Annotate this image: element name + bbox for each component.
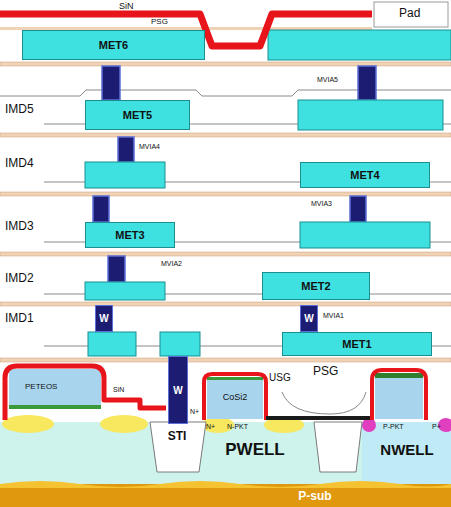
isolation-trench: STI	[156, 428, 198, 446]
silicide-top	[207, 377, 263, 380]
silicide-gate: CoSi2	[212, 382, 258, 414]
tungsten-plug: W	[95, 305, 113, 332]
metal-line	[298, 100, 443, 130]
etch-stop-band	[0, 252, 451, 256]
implant-label: P-PKT	[382, 423, 405, 431]
dielectric-outline	[0, 90, 451, 96]
metal-line	[160, 332, 200, 356]
implant-label: N+	[205, 423, 216, 431]
sti-trench	[314, 422, 362, 472]
node-text: MET2	[301, 280, 330, 292]
layer-label: USG	[268, 372, 292, 384]
etch-stop-band	[0, 62, 451, 66]
well-region: NWELL	[366, 440, 448, 460]
substrate-region: P-sub	[285, 488, 345, 505]
via-label: MVIA2	[160, 260, 183, 268]
sin-liner	[5, 366, 166, 420]
tungsten-plug: W	[168, 356, 188, 424]
well-region: PWELL	[200, 438, 310, 462]
node-text: MET6	[99, 39, 128, 51]
dielectric-label: IMD1	[4, 312, 35, 326]
sti-trench	[150, 422, 206, 472]
implant-label: P+	[431, 423, 442, 431]
via-plug	[350, 196, 366, 222]
via-plug	[108, 256, 125, 282]
via-plug	[102, 66, 120, 100]
node-text: CoSi2	[223, 393, 248, 403]
node-text: MET3	[115, 229, 144, 241]
etch-stop-band	[0, 192, 451, 196]
metal-line	[300, 222, 430, 248]
source-drain-implant	[2, 415, 54, 433]
dielectric-label: IMD2	[4, 272, 35, 286]
implant-label: N-PKT	[226, 423, 249, 431]
node-text: STI	[168, 430, 187, 443]
pad-label: Pad	[398, 7, 421, 21]
metal-line: MET5	[85, 100, 190, 130]
dielectric-label: IMD4	[4, 157, 35, 171]
layer-label: PSG	[150, 17, 169, 26]
etch-stop-band	[0, 133, 451, 137]
node-text: W	[304, 313, 313, 324]
sin-liner	[372, 370, 426, 420]
via-label: MVIA1	[322, 312, 345, 320]
gate-stack	[375, 373, 423, 419]
layer-label: PSG	[312, 365, 339, 379]
source-drain-implant	[100, 415, 148, 433]
tungsten-plug: W	[300, 305, 318, 332]
pad-frame	[374, 2, 448, 27]
metal-line: MET3	[85, 222, 175, 248]
via-plug	[93, 196, 109, 222]
via-label: MVIA3	[310, 200, 333, 208]
metal-line	[85, 162, 165, 188]
layer-label: SiN	[112, 386, 125, 394]
layer-label: SiN	[118, 1, 135, 11]
node-text: P-sub	[298, 490, 331, 503]
substrate-ridge	[0, 481, 451, 488]
metal-line	[85, 282, 165, 300]
node-text: MET5	[123, 109, 152, 121]
node-text: MET4	[350, 169, 379, 181]
layer-label: PETEOS	[24, 382, 58, 391]
etch-stop-band	[0, 358, 451, 362]
metal-line: MET2	[262, 272, 370, 300]
gate-stack	[9, 369, 101, 409]
silicide-bar	[266, 416, 374, 420]
nwell-region	[362, 422, 451, 488]
node-text: MET1	[342, 338, 371, 350]
etch-stop-band	[0, 302, 451, 306]
node-text: PWELL	[225, 441, 285, 460]
metal-line	[268, 30, 451, 60]
metal-line	[88, 332, 136, 356]
gate-oxide	[9, 405, 101, 409]
via-label: MVIA5	[316, 76, 339, 84]
gate-stack	[207, 377, 263, 419]
node-text: W	[173, 385, 182, 396]
via-label: MVIA4	[138, 143, 161, 151]
via-plug	[118, 137, 134, 162]
usg-outline	[282, 392, 366, 414]
via-plug	[358, 66, 376, 100]
metal-line: MET4	[300, 162, 430, 188]
sin-liner	[204, 374, 266, 420]
node-text: NWELL	[380, 442, 433, 459]
dielectric-label: IMD5	[4, 103, 35, 117]
dielectric-label: IMD3	[4, 220, 35, 234]
p-plus-implant	[362, 418, 376, 432]
silicide-top	[375, 373, 423, 378]
node-text: W	[99, 313, 108, 324]
metal-line: MET6	[22, 30, 205, 60]
implant-label: N+	[189, 408, 200, 416]
metal-line: MET1	[282, 332, 432, 356]
